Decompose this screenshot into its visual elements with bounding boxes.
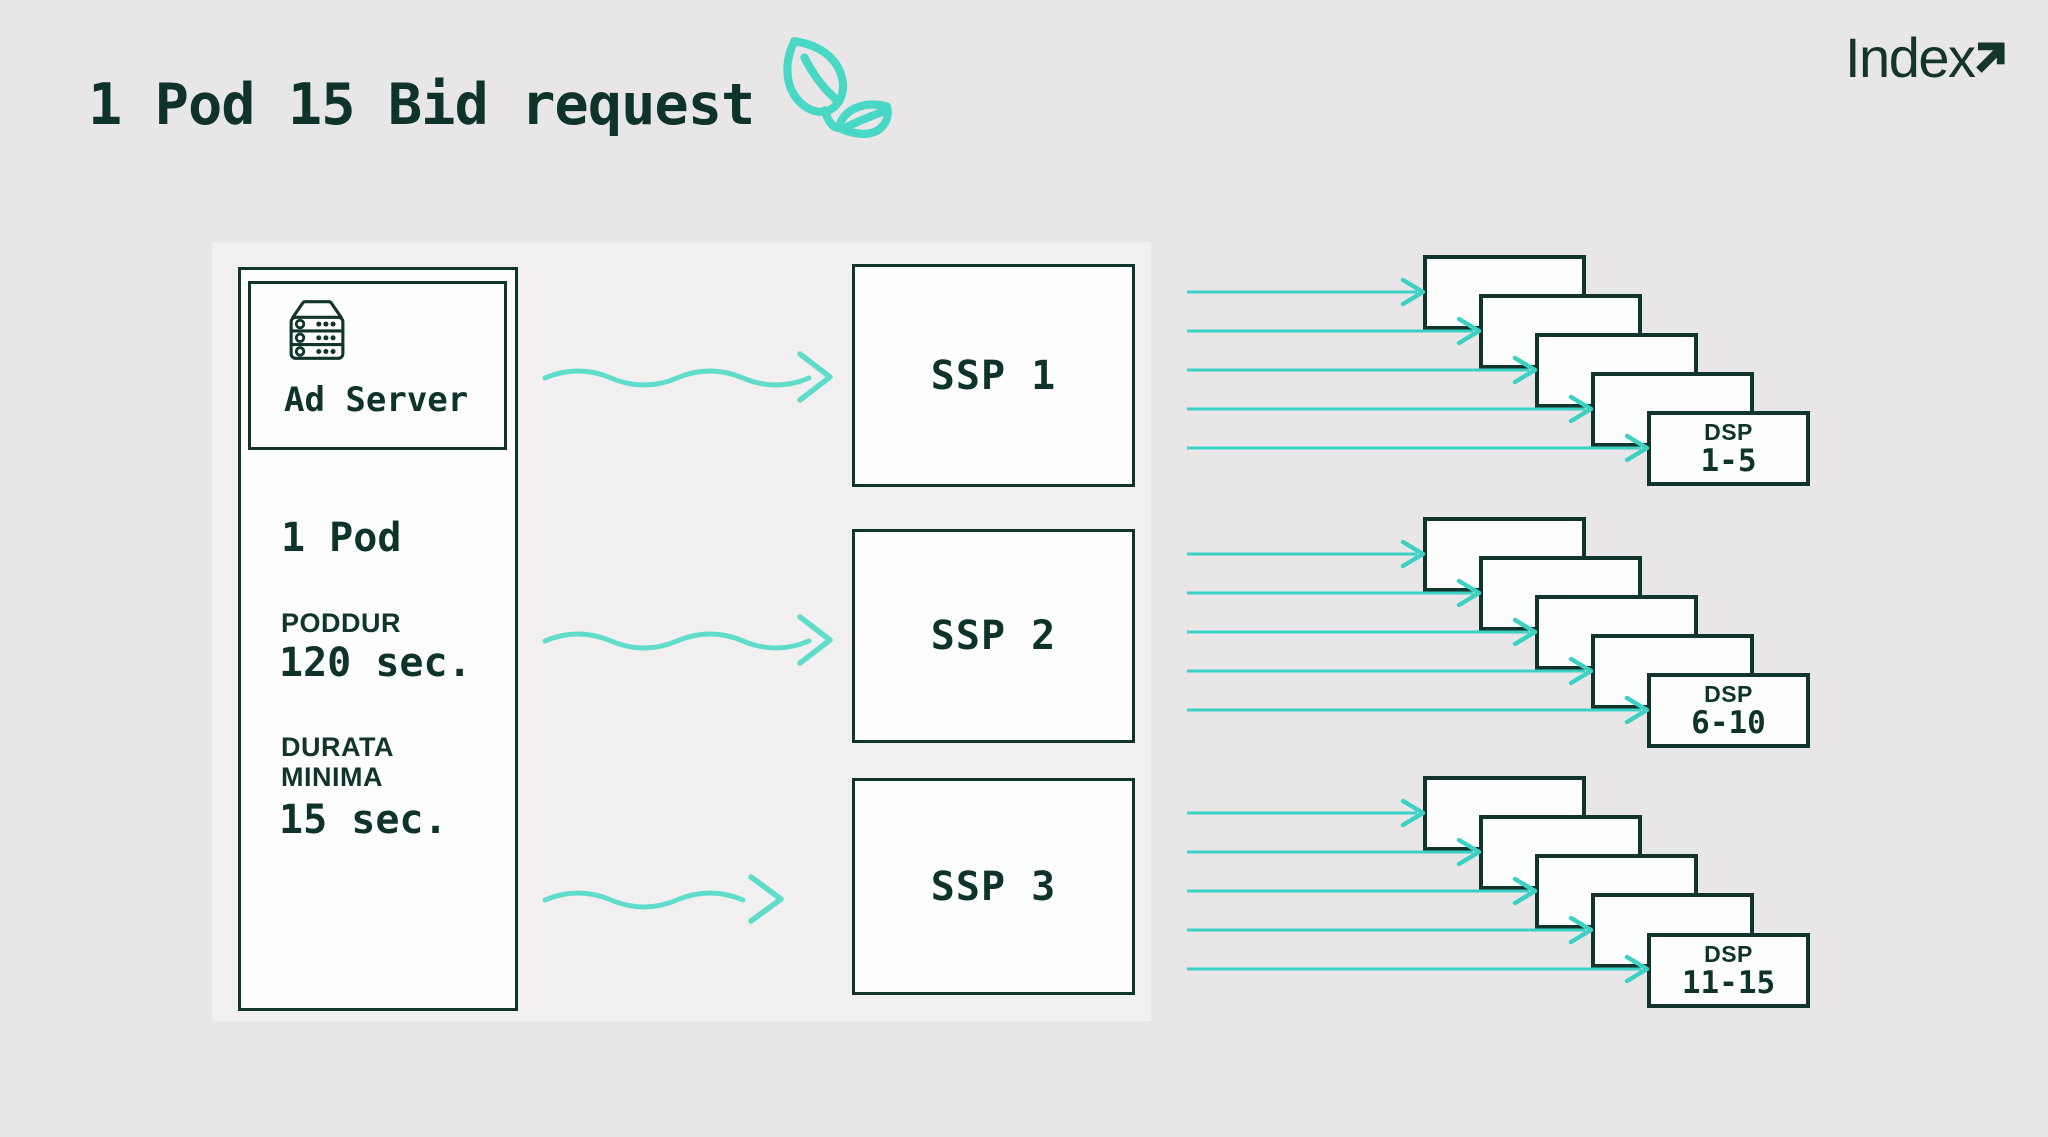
brand-logo-text: Index xyxy=(1845,26,1976,89)
ssp-1-label: SSP 1 xyxy=(930,352,1057,399)
arrow-up-right-icon xyxy=(1976,42,2005,73)
min-duration-label-line2: MINIMA xyxy=(281,762,383,792)
pod-count-label: 1 Pod xyxy=(281,515,402,561)
pod-duration-label: PODDUR xyxy=(281,608,402,638)
dsp-group-3-label: DSP xyxy=(1704,940,1753,967)
ad-server-box xyxy=(248,281,507,450)
ad-server-label: Ad Server xyxy=(284,380,469,420)
ssp-2-label: SSP 2 xyxy=(930,613,1057,659)
ssp-3-box: SSP 3 xyxy=(852,778,1135,995)
dsp-group-3-front-box: DSP 11-15 xyxy=(1647,933,1810,1008)
ssp-2-box: SSP 2 xyxy=(852,529,1135,743)
ssp-3-label: SSP 3 xyxy=(930,863,1057,910)
min-duration-value: 15 sec. xyxy=(279,797,448,843)
dsp-group-2-front-box: DSP 6-10 xyxy=(1647,673,1810,748)
dsp-group-2-range: 6-10 xyxy=(1691,704,1766,741)
ssp-1-box: SSP 1 xyxy=(852,264,1135,487)
page-title: 1 Pod 15 Bid request xyxy=(88,72,755,138)
pod-duration-value: 120 sec. xyxy=(279,640,472,686)
dsp-group-2-label: DSP xyxy=(1704,680,1753,707)
dsp-group-1-label: DSP xyxy=(1704,418,1753,445)
server-icon xyxy=(289,300,345,360)
dsp-group-1-front-box: DSP 1-5 xyxy=(1647,411,1810,486)
min-duration-label-line1: DURATA xyxy=(281,732,394,762)
leaf-icon xyxy=(783,37,892,138)
dsp-group-3-range: 11-15 xyxy=(1681,964,1776,1001)
dsp-group-1-range: 1-5 xyxy=(1700,442,1757,479)
